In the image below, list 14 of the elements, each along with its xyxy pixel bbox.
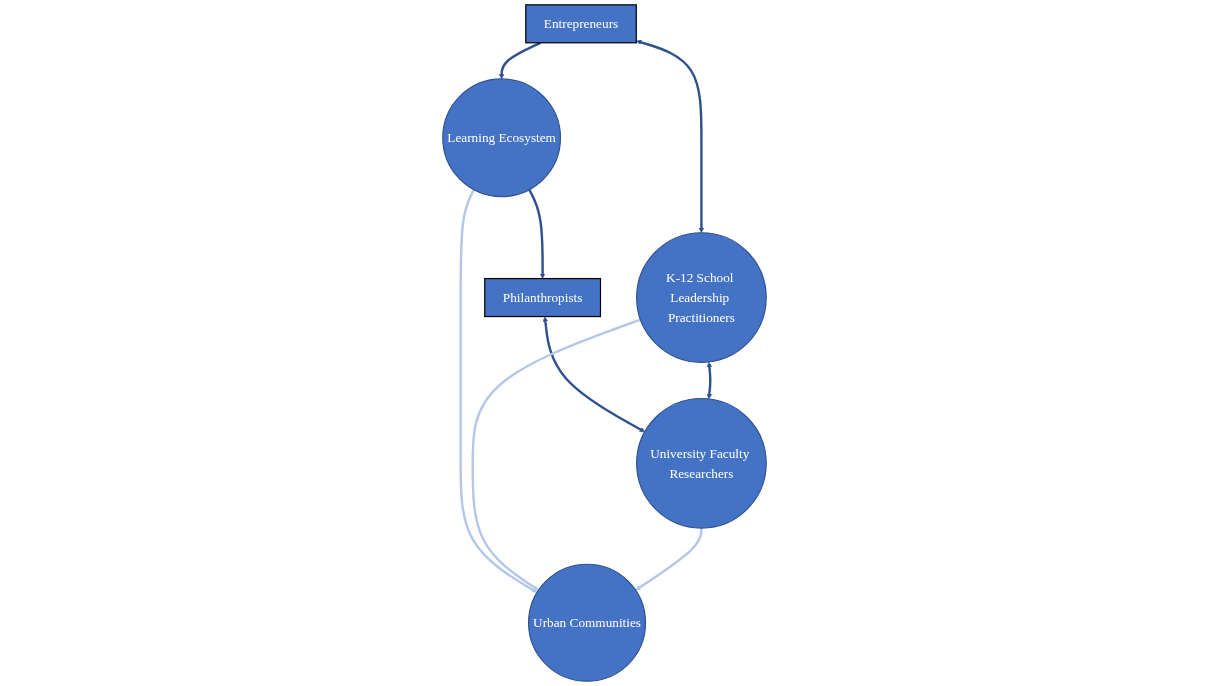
arrow bbox=[499, 41, 541, 80]
node-circle: University Faculty Researchers bbox=[636, 397, 767, 529]
arrow bbox=[459, 189, 538, 593]
node-box: Entrepreneurs bbox=[525, 4, 637, 44]
arrow bbox=[635, 528, 703, 591]
arrow bbox=[542, 316, 645, 433]
arrow bbox=[706, 361, 712, 400]
arrow bbox=[636, 39, 705, 233]
arrow bbox=[528, 189, 546, 279]
node-box: Philanthropists bbox=[484, 277, 602, 318]
node-circle: Learning Ecosystem bbox=[442, 78, 562, 198]
node-circle: Urban Communities bbox=[527, 563, 647, 682]
node-circle: K-12 School Leadership Practitioners bbox=[636, 232, 767, 363]
arrow bbox=[471, 318, 641, 591]
